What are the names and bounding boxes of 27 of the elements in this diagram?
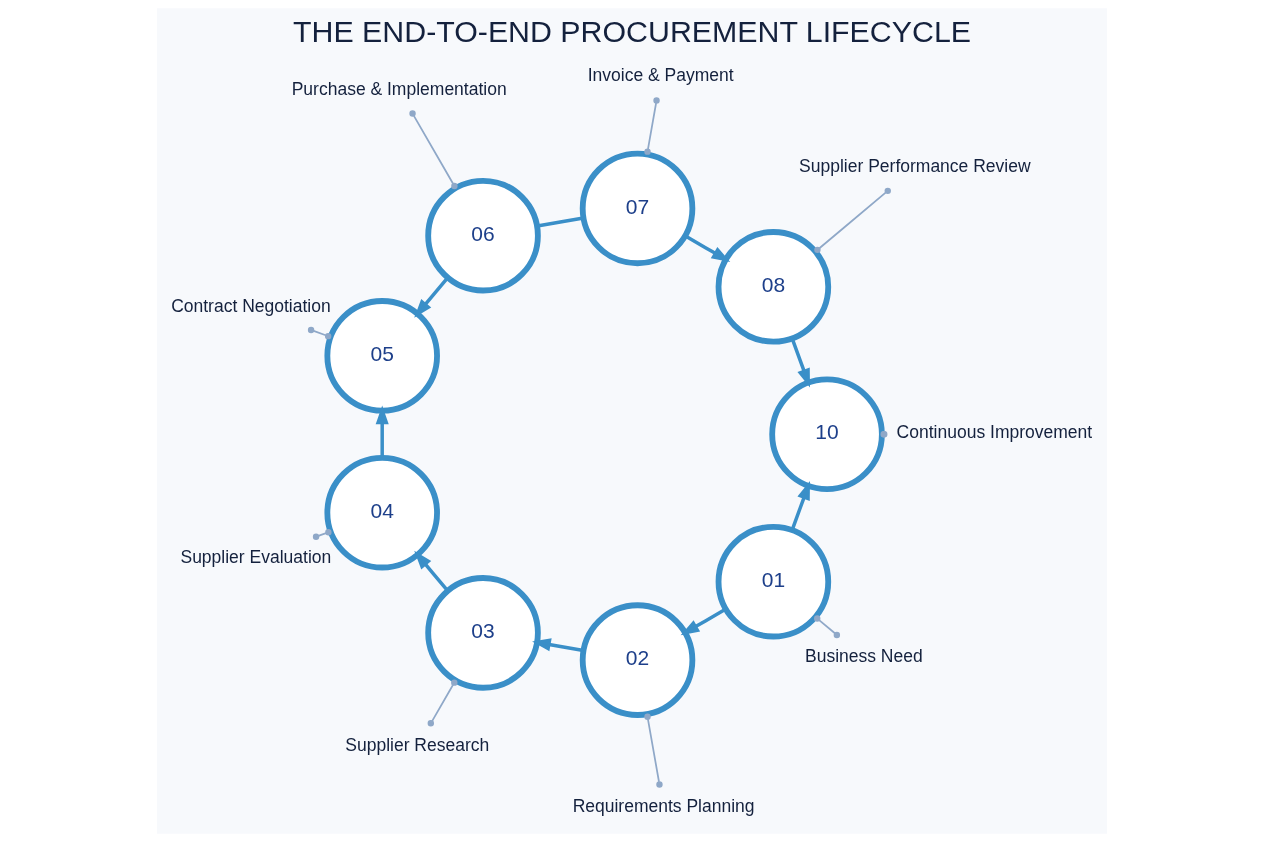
connector [814,187,891,254]
node-circle: 01 [715,523,832,640]
connector [814,615,841,639]
node-circle: 08 [715,229,832,345]
node-text: Supplier Research [345,734,490,755]
arrow [532,638,584,653]
node-text: Requirements Planning [572,796,755,817]
arrow [375,405,389,458]
arrow [790,337,810,388]
arrow [680,607,727,636]
node-text: Purchase & Implementation [291,78,507,99]
node-text: Invoice & Payment [587,65,734,86]
connector [409,110,458,190]
node-text: Continuous Improvement [896,422,1093,443]
node-circle: 03 [425,575,541,691]
connector [427,679,458,727]
connector [644,713,663,788]
arrow [414,550,450,592]
node-circle: 06 [425,177,541,294]
connector [644,97,660,155]
node-text: Business Need [804,645,923,666]
arrow [414,276,450,318]
arrow [790,481,810,531]
arrow [684,234,731,262]
node-text: Supplier Performance Review [799,156,1031,177]
connector [537,216,584,228]
diagram-title: THE END-TO-END PROCUREMENT LIFECYCLE [293,14,971,48]
